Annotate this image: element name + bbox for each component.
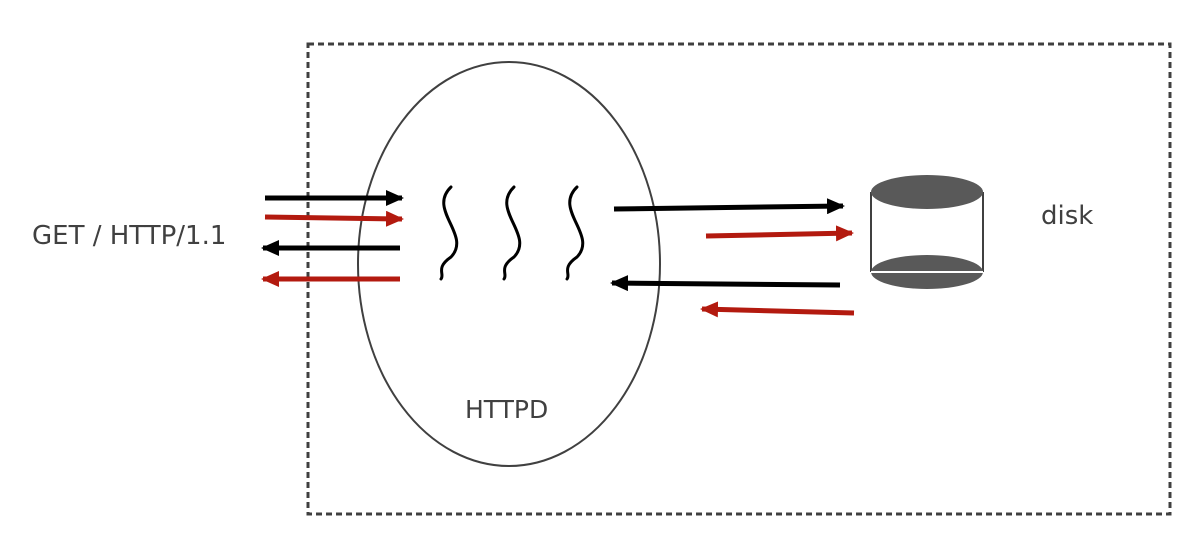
- client-request-arrow-red: [264, 210, 404, 227]
- disk-data-arrow-black: [610, 275, 841, 292]
- thread-squiggle-3: [565, 185, 585, 281]
- disk-data-arrow-red: [700, 301, 855, 318]
- server-boundary: [306, 42, 1172, 516]
- thread-squiggle-2: [502, 185, 522, 281]
- request-label: GET / HTTP/1.1: [32, 221, 226, 251]
- disk-label: disk: [1041, 201, 1093, 231]
- httpd-label: HTTPD: [465, 395, 548, 424]
- disk-read-arrow-red: [705, 225, 854, 242]
- thread-squiggle-1: [439, 185, 459, 281]
- disk-read-arrow-black: [613, 198, 845, 215]
- httpd-process-ellipse: [357, 61, 661, 467]
- disk-cylinder-icon: [870, 175, 984, 289]
